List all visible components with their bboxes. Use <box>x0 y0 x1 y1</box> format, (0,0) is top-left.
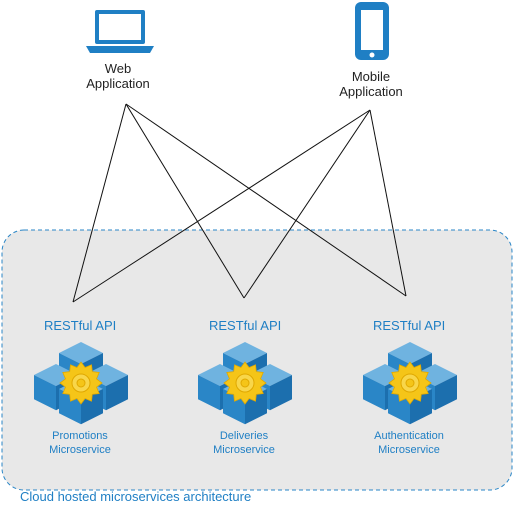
link-web-promotions <box>72 103 127 303</box>
mobile-app-label-line1: Mobile <box>351 69 391 84</box>
deliveries-service-label: Deliveries Microservice <box>184 429 304 457</box>
authentication-service-label: Authentication Microservice <box>349 429 469 457</box>
link-mobile-authentication <box>369 109 407 297</box>
cube-left <box>34 375 56 411</box>
link-mobile-promotions <box>72 109 371 303</box>
promotions-service-label: Promotions Microservice <box>20 429 140 457</box>
deliveries-service-type: Microservice <box>213 444 275 456</box>
promotions-service-name: Promotions <box>52 430 108 442</box>
gear-icon <box>59 361 103 405</box>
link-mobile-deliveries <box>243 109 371 299</box>
promotions-icon <box>34 342 128 425</box>
link-web-deliveries <box>125 103 245 299</box>
authentication-service-type: Microservice <box>378 444 440 456</box>
authentication-icon <box>363 342 457 425</box>
authentication-api-label: RESTful API <box>373 318 446 333</box>
authentication-service-name: Authentication <box>374 430 444 442</box>
promotions-api-label: RESTful API <box>44 318 117 333</box>
connection-lines <box>72 103 407 303</box>
cube-right <box>435 375 457 411</box>
laptop-icon <box>86 10 154 53</box>
cube-right <box>106 375 128 411</box>
web-app-label: Web Application <box>68 61 168 91</box>
cube-right <box>270 375 292 411</box>
cube-left <box>198 375 220 411</box>
promotions-service-type: Microservice <box>49 444 111 456</box>
deliveries-service-name: Deliveries <box>219 430 269 442</box>
link-web-authentication <box>125 103 407 297</box>
gear-icon <box>223 361 267 405</box>
cube-left <box>363 375 385 411</box>
web-app-label-line2: Application <box>86 76 150 91</box>
smartphone-icon <box>355 2 389 60</box>
web-app-label-line1: Web <box>104 61 132 76</box>
cloud-label: Cloud hosted microservices architecture <box>20 489 252 504</box>
deliveries-api-label: RESTful API <box>209 318 282 333</box>
deliveries-icon <box>198 342 292 425</box>
mobile-app-label: Mobile Application <box>321 69 421 99</box>
mobile-app-label-line2: Application <box>339 84 403 99</box>
gear-icon <box>388 361 432 405</box>
